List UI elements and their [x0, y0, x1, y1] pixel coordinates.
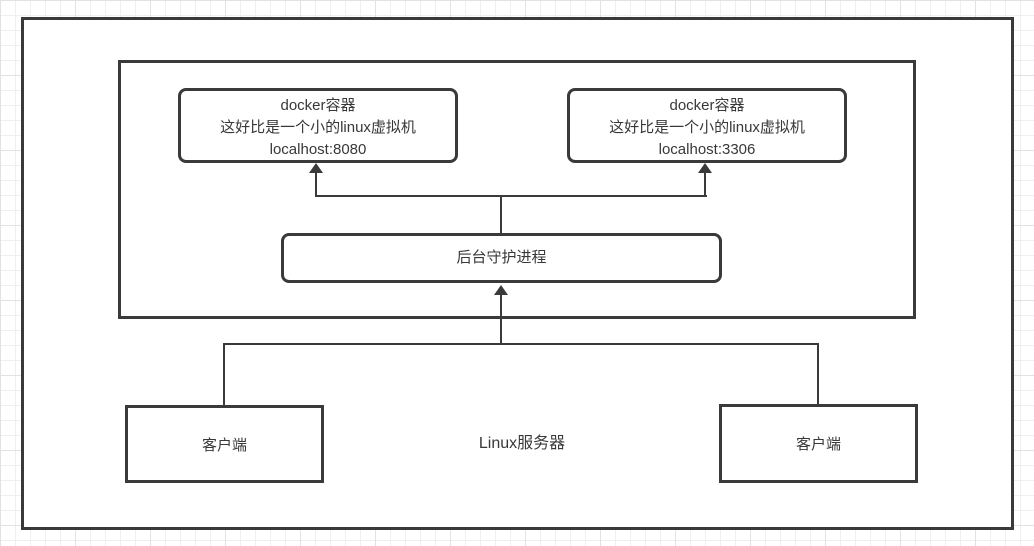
- connector-daemon-to-split: [500, 196, 502, 233]
- docker-container-title: docker容器: [669, 97, 745, 114]
- linux-server-label: Linux服务器: [478, 435, 566, 452]
- client-label: 客户端: [201, 436, 247, 454]
- daemon-process-label: 后台守护进程: [456, 249, 547, 266]
- arrowhead-up-icon: [494, 285, 508, 295]
- daemon-process-node[interactable]: 后台守护进程: [281, 233, 722, 283]
- docker-container-address: localhost:3306: [658, 141, 756, 158]
- connector-clients-horizontal: [223, 343, 819, 345]
- connector-client-right: [817, 343, 819, 404]
- docker-container-address: localhost:8080: [269, 141, 367, 158]
- docker-container-node-8080[interactable]: docker容器 这好比是一个小的linux虚拟机 localhost:8080: [178, 88, 458, 163]
- client-node-left[interactable]: 客户端: [125, 405, 324, 483]
- docker-container-description: 这好比是一个小的linux虚拟机: [609, 119, 805, 136]
- client-node-right[interactable]: 客户端: [719, 404, 918, 483]
- docker-container-node-3306[interactable]: docker容器 这好比是一个小的linux虚拟机 localhost:3306: [567, 88, 847, 163]
- connector-junction-to-daemon: [500, 294, 502, 345]
- connector-to-docker-3306: [704, 171, 706, 197]
- arrowhead-up-icon: [698, 163, 712, 173]
- connector-split-horizontal: [315, 195, 707, 197]
- docker-container-title: docker容器: [280, 97, 356, 114]
- client-label: 客户端: [795, 436, 841, 453]
- docker-container-description: 这好比是一个小的linux虚拟机: [220, 119, 416, 136]
- connector-to-docker-8080: [315, 171, 317, 197]
- arrowhead-up-icon: [309, 163, 323, 173]
- connector-client-left: [223, 343, 225, 405]
